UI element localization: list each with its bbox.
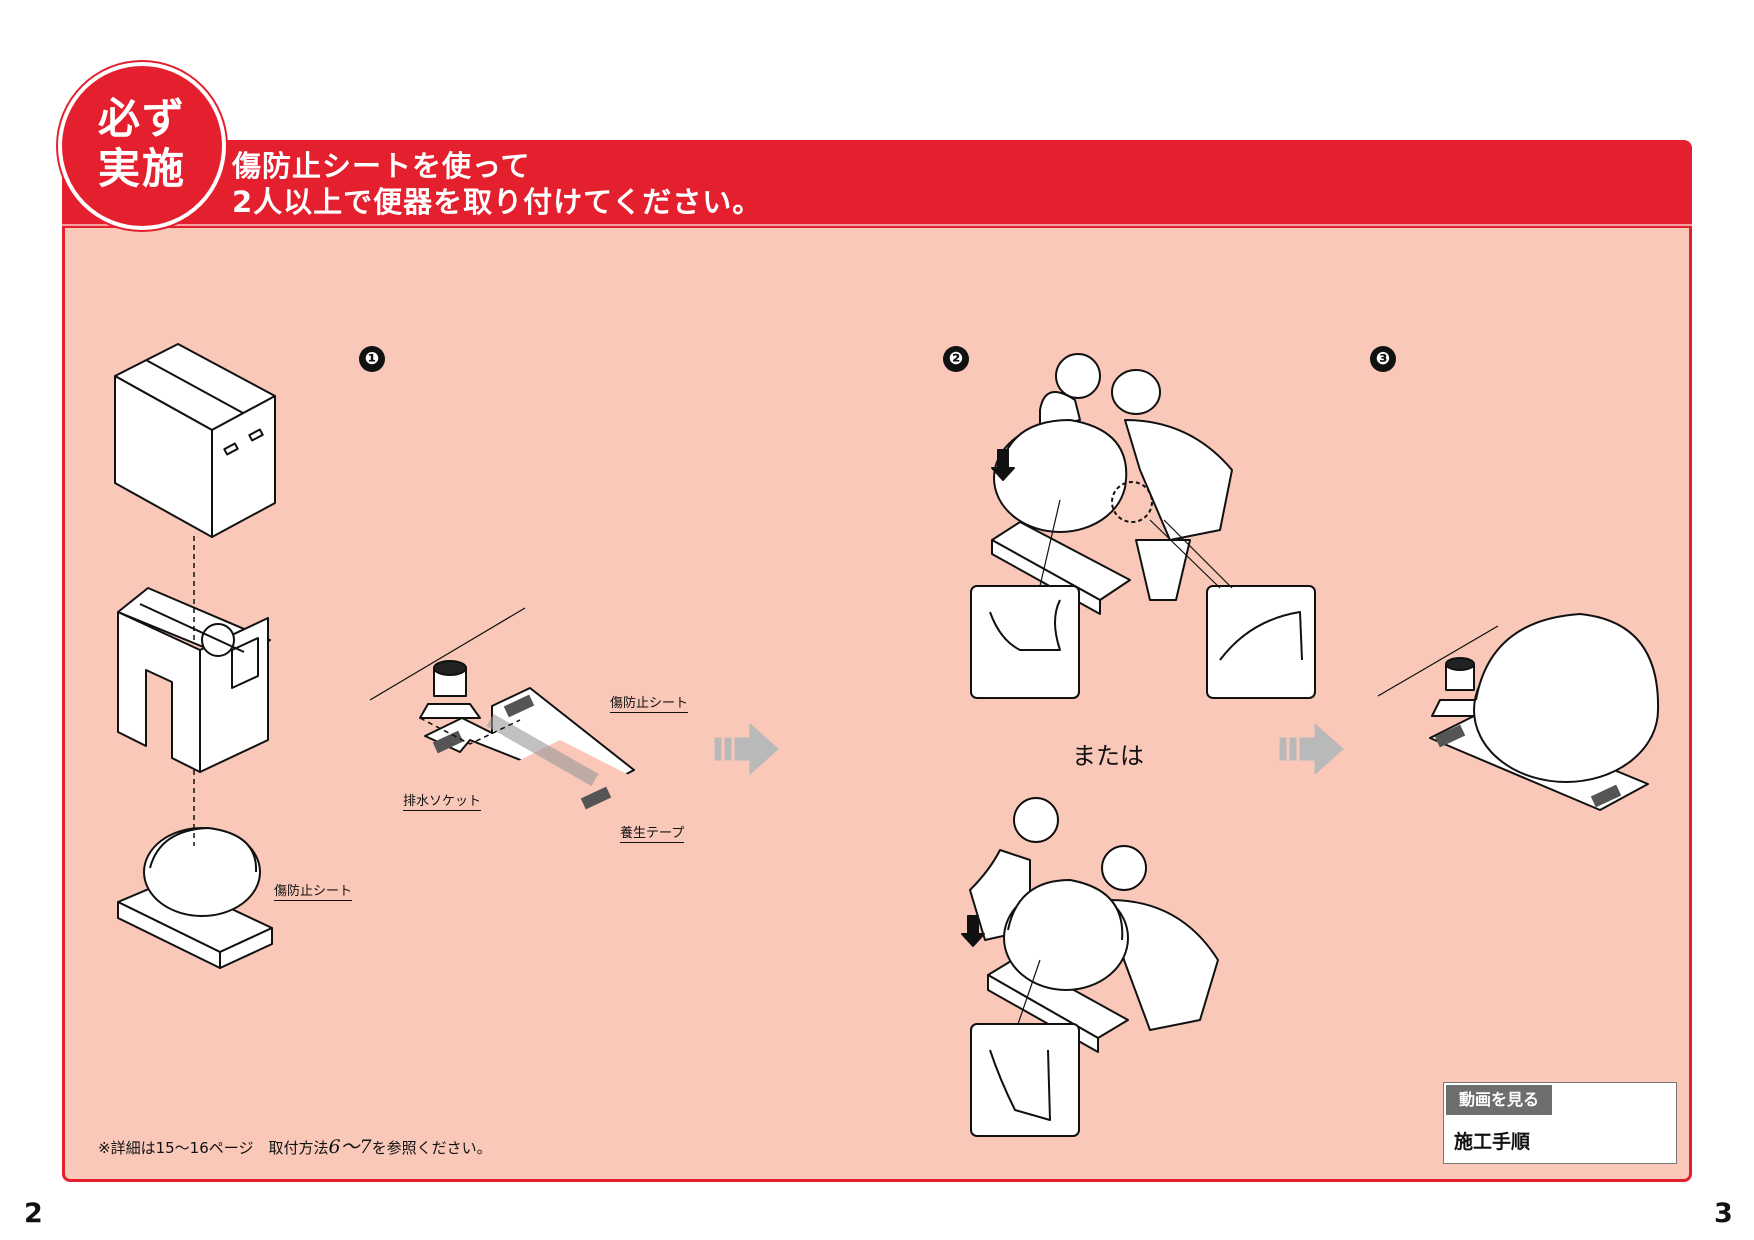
header-title: 傷防止シートを使って 2人以上で便器を取り付けてください。 — [232, 148, 762, 220]
or-label: または — [1072, 742, 1144, 770]
badge-line-2: 実施 — [97, 144, 186, 193]
header-banner — [62, 140, 1692, 228]
open-box-illustration — [117, 587, 271, 773]
callout-sheet-box: 傷防止シート — [274, 880, 353, 901]
instruction-panel — [62, 142, 1692, 1182]
step-arrow-1 — [714, 722, 779, 776]
step-arrow-2 — [1279, 722, 1344, 776]
toilet-on-sheet-illustration — [117, 827, 273, 969]
header-line-2: 2人以上で便器を取り付けてください。 — [232, 185, 763, 219]
mandatory-badge: 必ず 実施 — [58, 62, 226, 230]
footnote: ※詳細は15～16ページ 取付方法6～7を参照ください。 — [98, 1132, 492, 1159]
badge-line-1: 必ず — [97, 94, 186, 143]
installed-toilet-illustration — [1377, 613, 1660, 811]
callout-sheet-floor: 傷防止シート — [610, 692, 689, 713]
page-number-left: 2 — [24, 1198, 43, 1229]
footnote-text: ※詳細は15～16ページ 取付方法 — [98, 1139, 329, 1157]
step-2-marker: ❷ — [943, 346, 969, 372]
video-subtitle: 施工手順 — [1454, 1131, 1531, 1153]
page-number-right: 3 — [1714, 1198, 1733, 1229]
lifting-workers-top-illustration — [970, 353, 1316, 699]
callout-drain-socket: 排水ソケット — [403, 790, 482, 811]
lifting-workers-bottom-illustration — [961, 797, 1219, 1137]
footnote-tail: を参照ください。 — [371, 1139, 492, 1157]
callout-tape: 養生テープ — [620, 822, 685, 843]
carton-box-illustration — [114, 343, 276, 538]
step-1-marker: ❶ — [359, 346, 385, 372]
step-3-marker: ❸ — [1370, 346, 1396, 372]
sheet-placement-illustration — [369, 607, 635, 812]
footnote-pages: 6～7 — [328, 1136, 372, 1158]
video-qr-box[interactable]: 動画を見る 施工手順 — [1443, 1082, 1677, 1164]
video-title: 動画を見る — [1446, 1085, 1552, 1115]
header-line-1: 傷防止シートを使って — [232, 149, 531, 183]
